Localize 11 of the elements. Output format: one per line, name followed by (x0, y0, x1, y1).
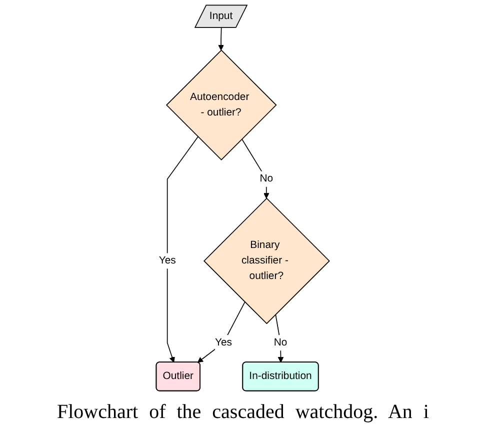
node-diamond: Autoencoder - outlier? (166, 50, 277, 160)
edge-label: Yes (215, 336, 232, 348)
arrow (218, 27, 224, 50)
edge-label: No (260, 173, 274, 184)
arrow (242, 138, 270, 199)
edge-label: No (274, 336, 288, 348)
node-diamond: Binary classifier - outlier? (204, 198, 330, 324)
edge-label: Yes (159, 255, 176, 266)
arrow (198, 302, 246, 363)
arrow (167, 136, 199, 363)
caption: Flowchart of the cascaded watchdog. An i (56, 400, 430, 424)
